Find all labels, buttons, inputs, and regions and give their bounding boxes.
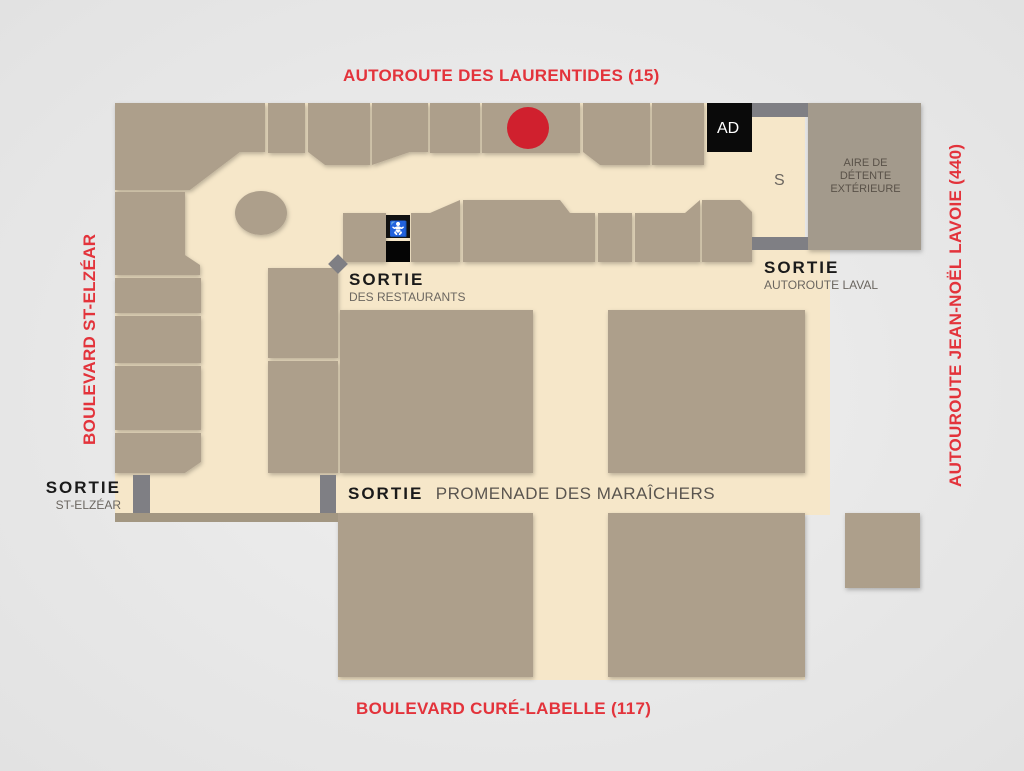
outdoor-lounge[interactable]: [808, 103, 921, 250]
store[interactable]: [115, 192, 200, 275]
current-location-marker: [507, 107, 549, 149]
store[interactable]: [463, 200, 595, 262]
exit-door: [320, 475, 336, 513]
store[interactable]: [652, 103, 704, 165]
store[interactable]: [411, 200, 460, 262]
store[interactable]: [268, 361, 338, 473]
exit-door: [328, 254, 348, 274]
store[interactable]: [598, 213, 632, 262]
store[interactable]: [608, 310, 805, 473]
store[interactable]: [115, 316, 201, 363]
store[interactable]: [115, 366, 201, 430]
wall: [115, 513, 338, 522]
elevator-icon: [386, 241, 410, 262]
store[interactable]: [372, 103, 428, 165]
store[interactable]: [308, 103, 370, 165]
road-east: AUTOUROUTE JEAN-NOËL LAVOIE (440): [946, 143, 965, 487]
ad-area: [707, 103, 752, 152]
exit-door: [133, 475, 150, 513]
ad-label: AD: [717, 120, 740, 137]
store[interactable]: [115, 433, 201, 473]
outdoor-lounge-label: AIRE DE DÉTENTE EXTÉRIEURE: [830, 157, 901, 195]
store[interactable]: [115, 278, 201, 313]
exit-st-elzear[interactable]: SORTIE ST-ELZÉAR: [45, 478, 121, 512]
store[interactable]: [583, 103, 650, 165]
road-west: BOULEVARD ST-ELZÉAR: [80, 233, 99, 445]
exit-restaurants[interactable]: SORTIE DES RESTAURANTS: [349, 270, 466, 304]
store[interactable]: [702, 200, 752, 262]
exit-door: [752, 103, 808, 117]
store[interactable]: [268, 268, 338, 358]
store[interactable]: [343, 213, 386, 262]
s-label: S: [774, 172, 785, 189]
exit-autoroute-laval[interactable]: SORTIE AUTOROUTE LAVAL: [764, 258, 879, 292]
store[interactable]: [268, 103, 305, 153]
store[interactable]: [340, 310, 533, 473]
store[interactable]: [608, 513, 805, 677]
exit-promenade[interactable]: SORTIE PROMENADE DES MARAÎCHERS: [348, 484, 716, 503]
store[interactable]: [338, 513, 533, 677]
svg-text:🚼: 🚼: [389, 220, 408, 238]
store[interactable]: [115, 103, 265, 190]
road-north: AUTOROUTE DES LAURENTIDES (15): [343, 66, 660, 85]
store[interactable]: [845, 513, 920, 588]
restroom-icon: [386, 215, 410, 238]
store[interactable]: [430, 103, 480, 153]
kiosk[interactable]: [235, 191, 287, 235]
exit-door: [752, 237, 808, 250]
road-south: BOULEVARD CURÉ-LABELLE (117): [356, 699, 652, 718]
store[interactable]: [635, 200, 700, 262]
